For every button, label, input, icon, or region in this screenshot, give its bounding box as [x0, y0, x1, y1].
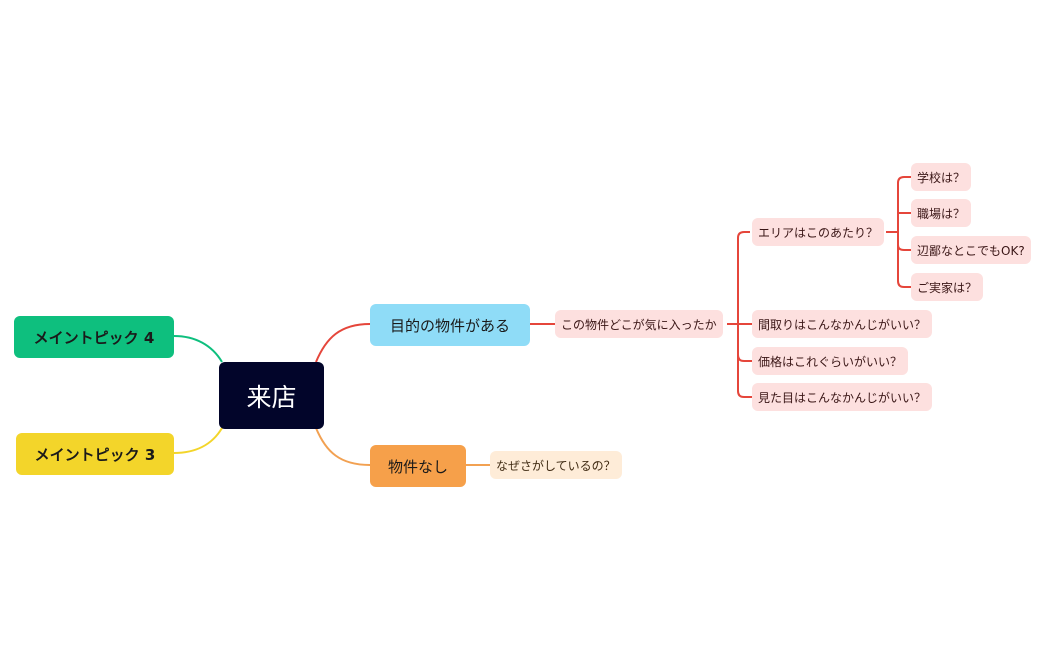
subtopic-price[interactable]: 価格はこれぐらいがいい？	[752, 347, 909, 375]
edge-area-children	[886, 176, 912, 288]
topic-main-3[interactable]: メイントピック 3	[16, 433, 174, 475]
subtopic-remote[interactable]: 辺鄙なとこでもOK?	[911, 236, 1031, 264]
subtopic-work[interactable]: 職場は？	[911, 199, 972, 227]
edge-liked-children	[727, 231, 752, 398]
edge-central-topic3	[173, 427, 223, 454]
edge-central-topic4	[173, 335, 223, 363]
subtopic-layout[interactable]: 間取りはこんなかんじがいい？	[752, 310, 933, 338]
subtopic-why-searching[interactable]: なぜさがしているの？	[490, 451, 622, 479]
subtopic-parents[interactable]: ご実家は？	[911, 273, 984, 301]
edge-central-purpose	[315, 323, 371, 363]
edge-central-none	[315, 427, 371, 466]
subtopic-area[interactable]: エリアはこのあたり？	[752, 218, 885, 246]
topic-has-target-property[interactable]: 目的の物件がある	[370, 304, 530, 346]
topic-main-4[interactable]: メイントピック 4	[14, 316, 174, 358]
subtopic-what-liked[interactable]: この物件どこが気に入ったか	[555, 310, 723, 338]
central-topic-visit[interactable]: 来店	[219, 362, 324, 429]
subtopic-school[interactable]: 学校は？	[911, 163, 972, 191]
subtopic-looks[interactable]: 見た目はこんなかんじがいい？	[752, 383, 933, 411]
topic-no-property[interactable]: 物件なし	[370, 445, 466, 487]
